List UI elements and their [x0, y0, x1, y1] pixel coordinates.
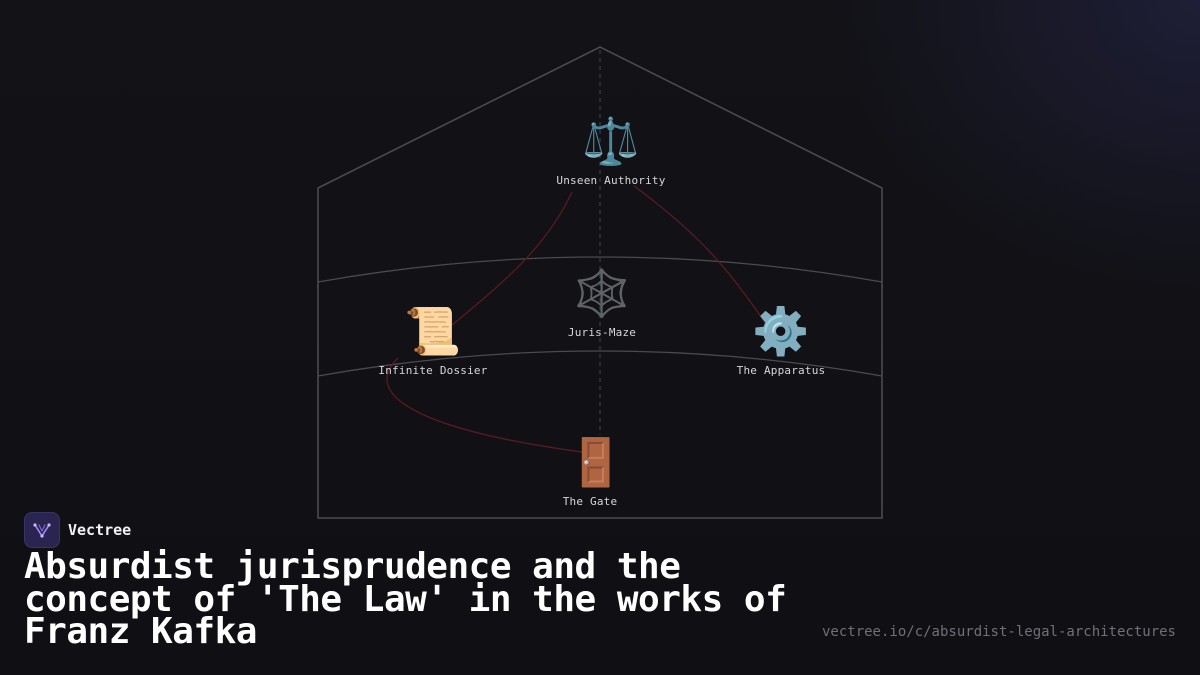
vectree-logo-icon [24, 512, 60, 548]
node-unseen-authority[interactable]: ⚖️ Unseen Authority [556, 116, 665, 187]
house-outline [317, 46, 883, 519]
node-label: Unseen Authority [556, 174, 666, 187]
edge-authority-apparatus [633, 185, 771, 331]
node-label: Juris-Maze [567, 326, 637, 339]
gear-icon: ⚙️ [752, 304, 810, 358]
node-label: Infinite Dossier [378, 364, 488, 377]
node-label: The Apparatus [736, 364, 826, 377]
page-title: Absurdist jurisprudence and the concept … [24, 546, 787, 652]
edge-authority-dossier [445, 191, 573, 331]
brand-name: Vectree [68, 521, 132, 539]
node-the-apparatus[interactable]: ⚙️ The Apparatus [737, 306, 826, 377]
source-url[interactable]: vectree.io/c/absurdist-legal-architectur… [821, 624, 1176, 640]
door-icon: 🚪 [567, 435, 625, 489]
level-arc-upper [317, 256, 883, 283]
spider-web-icon: 🕸️ [573, 266, 631, 320]
level-arc-lower [317, 350, 883, 377]
scroll-icon: 📜 [404, 304, 462, 358]
edge-dossier-gate [386, 357, 583, 453]
brand[interactable]: Vectree [24, 512, 131, 548]
node-infinite-dossier[interactable]: 📜 Infinite Dossier [378, 306, 487, 377]
node-label: The Gate [562, 495, 618, 508]
node-juris-maze[interactable]: 🕸️ Juris-Maze [568, 268, 636, 339]
node-the-gate[interactable]: 🚪 The Gate [563, 435, 625, 508]
scales-icon: ⚖️ [582, 114, 640, 168]
